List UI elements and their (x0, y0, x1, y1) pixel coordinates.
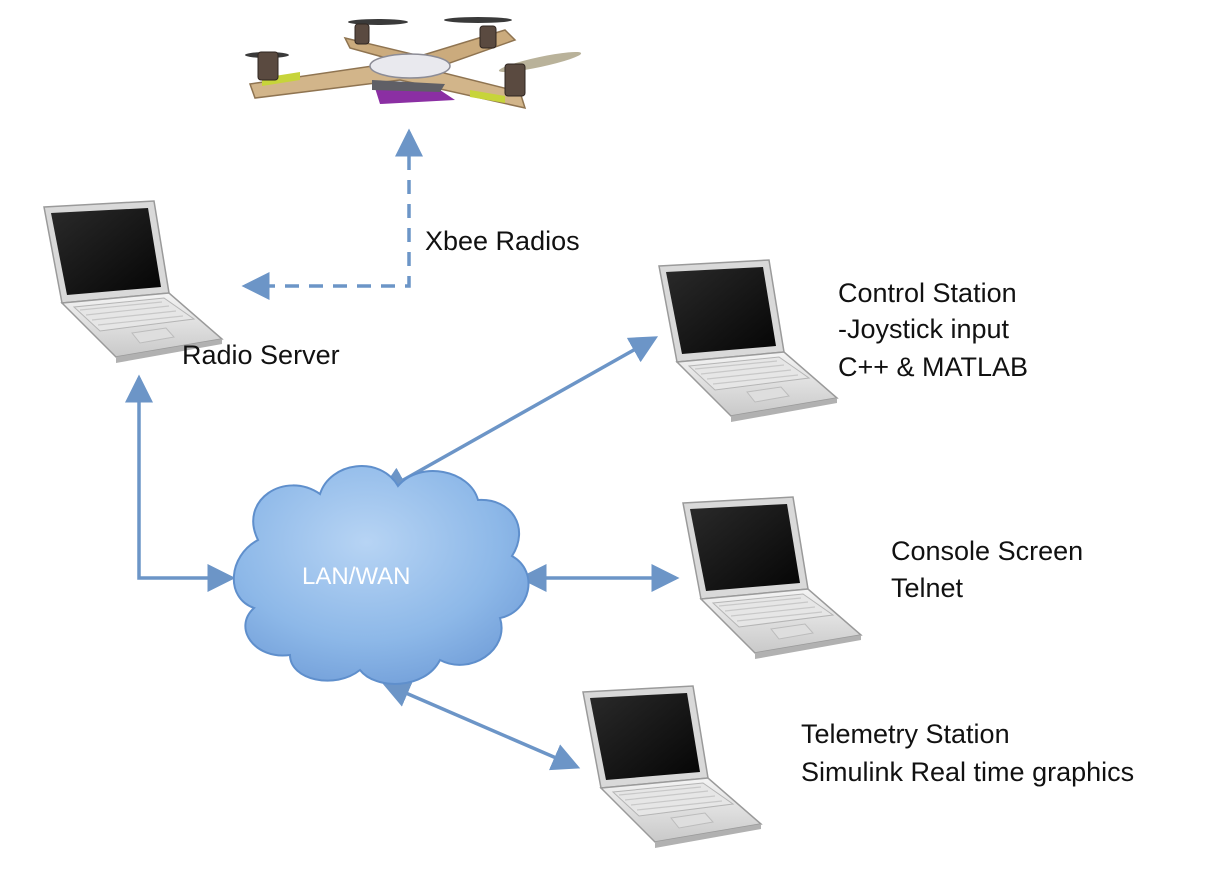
connector-radio-server-lan (125, 374, 236, 592)
lan-wan-label: LAN/WAN (302, 563, 410, 590)
control-station-languages: C++ & MATLAB (838, 352, 1028, 382)
laptop-icon-console-screen (682, 496, 862, 660)
xbee-radios-label: Xbee Radios (425, 226, 580, 256)
console-screen-title: Console Screen (891, 536, 1083, 566)
laptop-icon-control-station (658, 259, 838, 423)
laptop-icon-telemetry-station (582, 685, 762, 849)
console-screen-telnet: Telnet (891, 573, 964, 603)
laptop-icon-radio-server (43, 200, 223, 364)
telemetry-station-graphics: Simulink Real time graphics (801, 757, 1134, 787)
telemetry-station-title: Telemetry Station (801, 719, 1010, 749)
cloud-icon (232, 465, 530, 685)
quadcopter-drone-icon (245, 17, 582, 110)
connector-control-station-lan (378, 336, 659, 494)
radio-server-label: Radio Server (182, 340, 340, 370)
control-station-input: -Joystick input (838, 314, 1010, 344)
connector-telemetry-lan (381, 680, 581, 771)
connector-xbee-link (241, 128, 423, 300)
control-station-title: Control Station (838, 278, 1017, 308)
